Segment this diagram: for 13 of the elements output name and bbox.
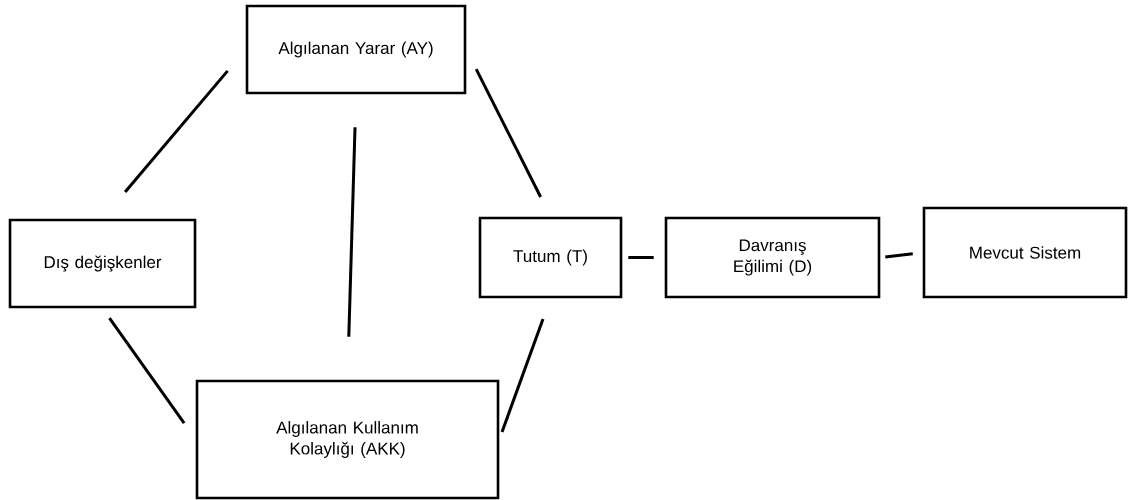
connector-line	[108, 317, 186, 425]
process-box: Tutum (T)	[478, 216, 623, 299]
process-box: Algılanan Yarar (AY)	[245, 4, 467, 95]
connector-line	[123, 69, 229, 193]
process-box: Davranış Eğilimi (D)	[664, 216, 881, 299]
process-box: Algılanan Kullanım Kolaylığı (AKK)	[195, 379, 500, 500]
connector-line	[628, 256, 654, 259]
process-box: Mevcut Sistem	[922, 206, 1128, 299]
process-box: Dış değişkenler	[8, 218, 197, 309]
connector-line	[474, 68, 542, 198]
connector-line	[500, 318, 545, 433]
connector-line	[885, 252, 913, 259]
connector-line	[347, 127, 357, 337]
